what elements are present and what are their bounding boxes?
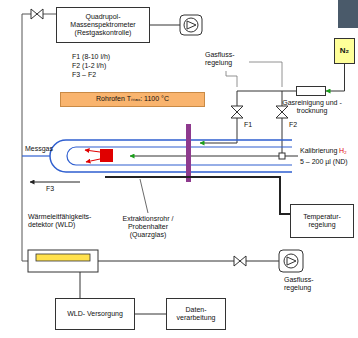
flow-note: F3 – F2 [72,71,96,79]
valve-symbol [231,106,243,118]
gas-label: Messgas [25,145,53,153]
junction [279,153,285,159]
signal-line [80,272,81,298]
gas-source-box: N₂ [334,38,355,64]
pump-symbol [187,21,196,29]
furnace-bar: Rohrofen Tₘₐₓ: 1100 °C [60,92,205,107]
control-label: Gasfluss- regelung [205,51,249,67]
control-line [226,71,237,87]
flow-label: F1 [244,121,252,129]
sample-gas-line [22,155,50,156]
tube-label: Extraktionsrohr / Probenhalter (Quarzgla… [112,215,184,239]
f3-arrow [30,182,80,183]
valve-symbol [276,106,288,118]
calibration-line [285,156,298,157]
seal-band [186,124,191,182]
thermocouple-line [105,177,290,214]
node-text: Temperatur- regelung [293,213,351,229]
gas-line [150,25,180,26]
node-text: Daten- verarbeitung [169,306,223,322]
gas-release-arrow [85,150,100,152]
pump-symbol [287,257,296,265]
control-label: Gasfluss- regelung [284,276,332,292]
gas-release-arrow [86,159,100,162]
calibration-volume: 5 – 200 µl (ND) [300,158,348,166]
detector-label: Wärmeleitfähigkeits- detektor (WLD) [28,213,108,229]
data-processing-box: Daten- verarbeitung [166,298,226,330]
connector [326,64,345,91]
pump-symbol [184,18,198,32]
detector-symbol [28,250,98,272]
connector [135,314,166,315]
pump-symbol [279,250,303,272]
gas-cleaning-box: Gasreinigung und -trocknung [296,86,326,96]
node-text: Gasreinigung und -trocknung [281,99,343,115]
flow-label: F2 [289,121,297,129]
temperature-control-box: Temperatur- regelung [290,204,354,238]
gas-line-f2 [130,156,279,157]
node-text: WLD- Versorgung [67,310,123,318]
spectrometer-box: Quadrupol- Massenspektrometer (Restgasko… [56,7,150,43]
pump-symbol [180,15,202,35]
flow-label: F3 [46,185,54,193]
outer-tube [50,140,292,172]
photo [338,0,358,28]
gas-line [98,261,279,262]
calibration-label: Kalibrierung [300,147,337,155]
control-line [249,62,282,87]
detector-symbol [36,254,90,261]
pump-symbol [284,254,298,268]
valve-symbol [234,256,246,266]
power-supply-box: WLD- Versorgung [55,298,135,330]
leader-line [140,179,148,213]
flow-note: F1 (8-10 l/h) [72,53,110,61]
valve-symbol [31,9,43,19]
node-text: Quadrupol- Massenspektrometer (Restgasko… [59,13,147,37]
inner-tube [67,147,292,165]
gas-formula: H₂ [339,147,347,155]
node-text: Rohrofen Tₘₐₓ: 1100 °C [96,95,169,103]
sample [100,149,113,162]
flow-note: F2 (1-2 l/h) [72,62,106,70]
node-text: N₂ [340,46,349,55]
